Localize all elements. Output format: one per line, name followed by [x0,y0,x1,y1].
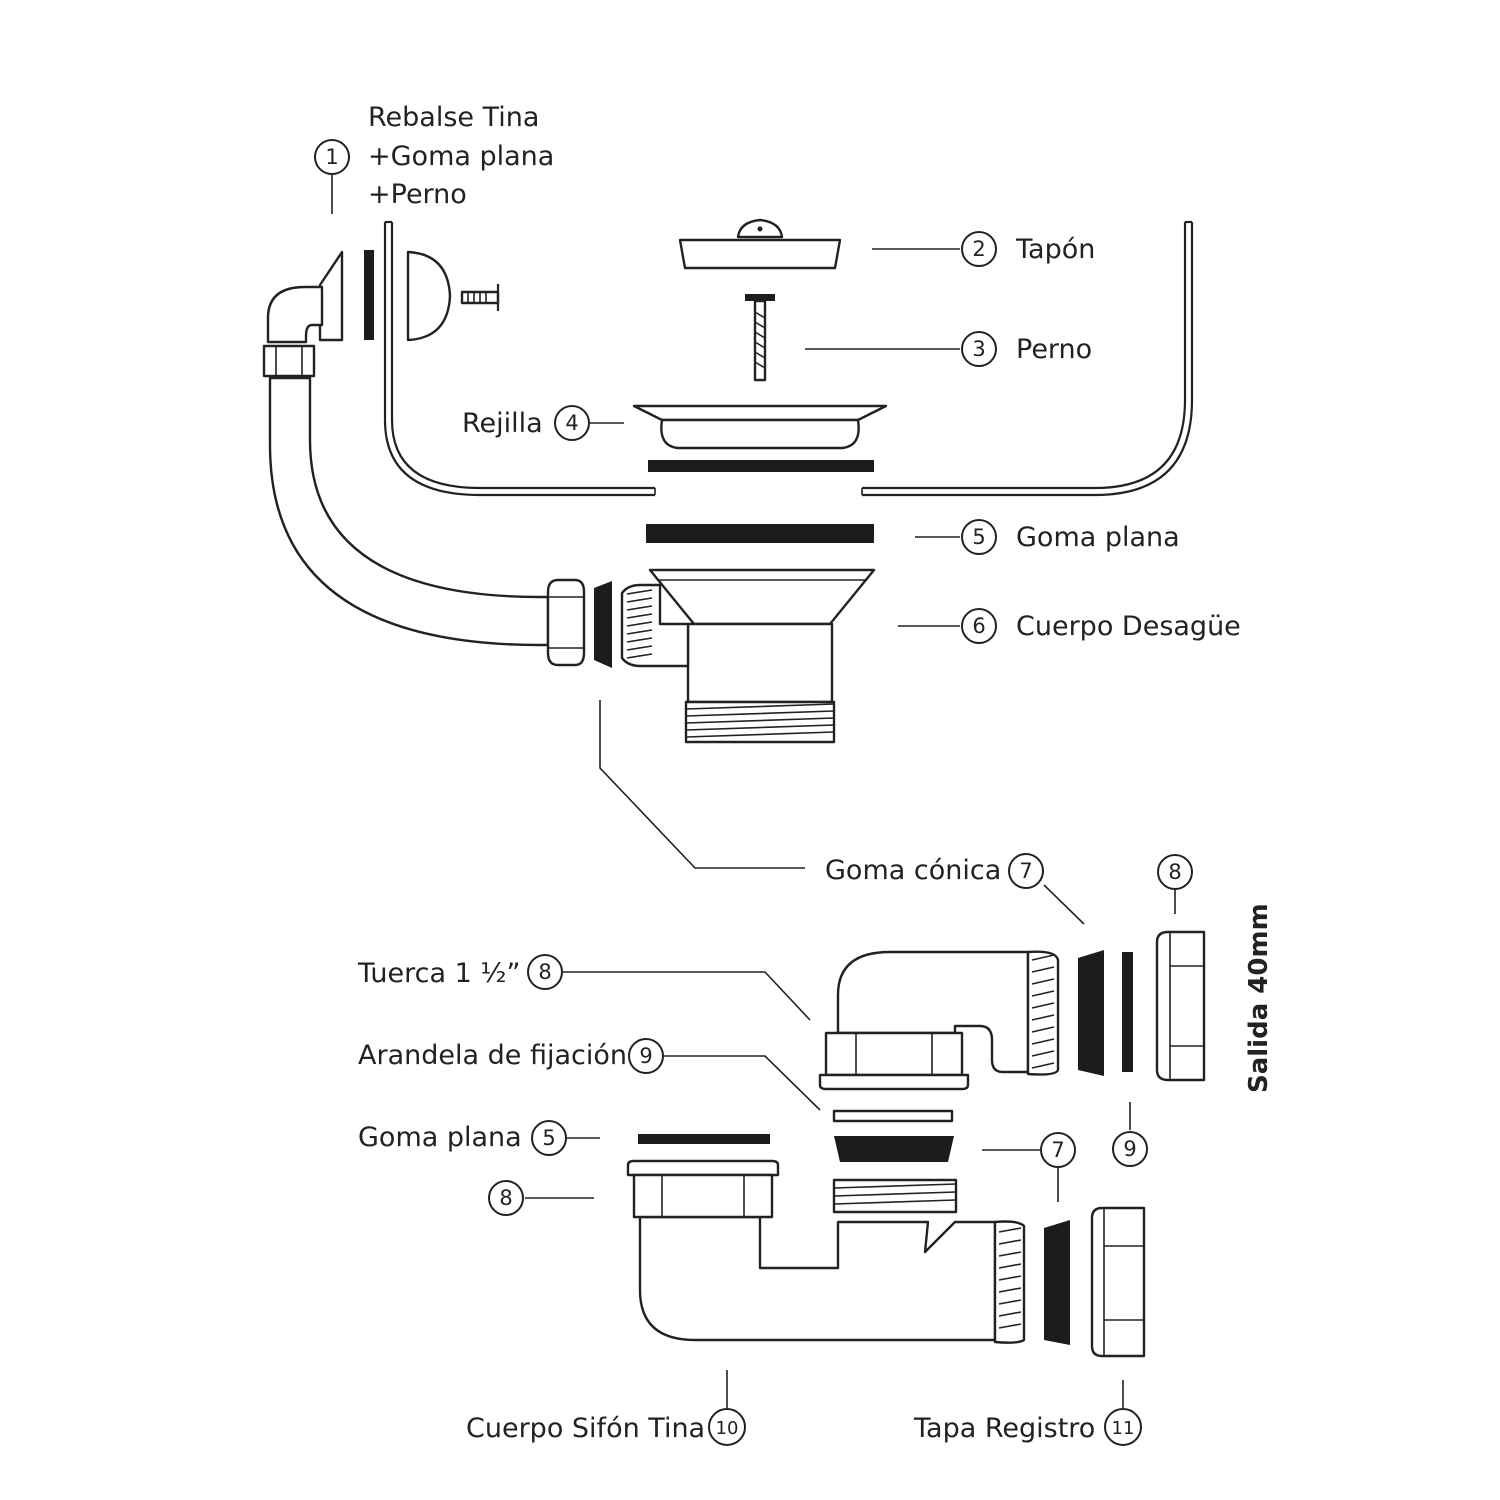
overflow-assembly [262,250,550,647]
svg-text:7: 7 [1019,859,1032,883]
marker-5: 5 [961,519,997,555]
svg-text:3: 3 [972,337,985,361]
trap-body [626,1159,1146,1358]
svg-text:9: 9 [1123,1137,1136,1161]
marker-7b: 7 [1040,1132,1076,1168]
stopper [678,218,842,270]
label-tuerca: Tuerca 1 ½” [357,958,521,989]
marker-4: 4 [554,405,590,441]
svg-text:1: 1 [325,145,338,169]
number-markers: 1 2 3 4 5 6 7 8 8 9 9 7 5 8 10 11 [314,139,1193,1446]
flat-gasket-5 [646,524,874,543]
strainer-grid [632,404,888,450]
conical-gasket-7b [834,1136,954,1162]
svg-text:2: 2 [972,237,985,261]
svg-text:8: 8 [1168,860,1181,884]
label-arandela: Arandela de fijación [358,1040,627,1071]
outlet-elbow [818,930,1206,1091]
svg-text:6: 6 [972,614,985,638]
label-rebalse-3: +Perno [368,179,467,210]
label-perno: Perno [1016,334,1092,365]
marker-8a: 8 [1157,854,1193,890]
svg-text:5: 5 [542,1126,555,1150]
marker-9a: 9 [628,1038,664,1074]
label-rebalse-1: Rebalse Tina [368,102,539,133]
marker-6: 6 [961,608,997,644]
leader-lines [331,174,1176,1408]
svg-text:11: 11 [1112,1418,1135,1439]
label-salida: Salida 40mm [1244,903,1274,1093]
marker-3: 3 [961,331,997,367]
marker-5b: 5 [531,1120,567,1156]
flat-gasket-5b [638,1134,770,1144]
marker-9b: 9 [1112,1131,1148,1167]
svg-text:10: 10 [716,1418,739,1439]
text-labels: Rebalse Tina +Goma plana +Perno Tapón Pe… [357,102,1274,1444]
label-cuerpo-sifon: Cuerpo Sifón Tina [466,1413,705,1444]
marker-8b: 8 [527,954,563,990]
label-tapon: Tapón [1015,234,1095,265]
label-goma-plana-2: Goma plana [358,1122,522,1153]
label-goma-plana: Goma plana [1016,522,1180,553]
marker-2: 2 [961,231,997,267]
svg-text:5: 5 [972,525,985,549]
marker-10: 10 [708,1408,746,1446]
tub-wall [383,220,1194,497]
marker-7a: 7 [1008,853,1044,889]
label-rejilla: Rejilla [462,408,543,439]
svg-text:8: 8 [538,960,551,984]
label-rebalse-2: +Goma plana [368,141,554,172]
marker-11: 11 [1104,1408,1142,1446]
leader-goma-conica [599,700,805,869]
fixing-washer [832,1109,954,1123]
svg-text:7: 7 [1051,1138,1064,1162]
label-goma-conica: Goma cónica [825,855,1001,886]
drain-body [546,568,876,744]
svg-text:4: 4 [565,411,578,435]
label-cuerpo-desague: Cuerpo Desagüe [1016,611,1241,642]
marker-8c: 8 [488,1180,524,1216]
label-tapa-registro: Tapa Registro [913,1413,1095,1444]
marker-1: 1 [314,139,350,175]
upper-gasket [648,460,874,472]
svg-text:8: 8 [499,1186,512,1210]
svg-text:9: 9 [639,1044,652,1068]
bolt [745,294,775,382]
